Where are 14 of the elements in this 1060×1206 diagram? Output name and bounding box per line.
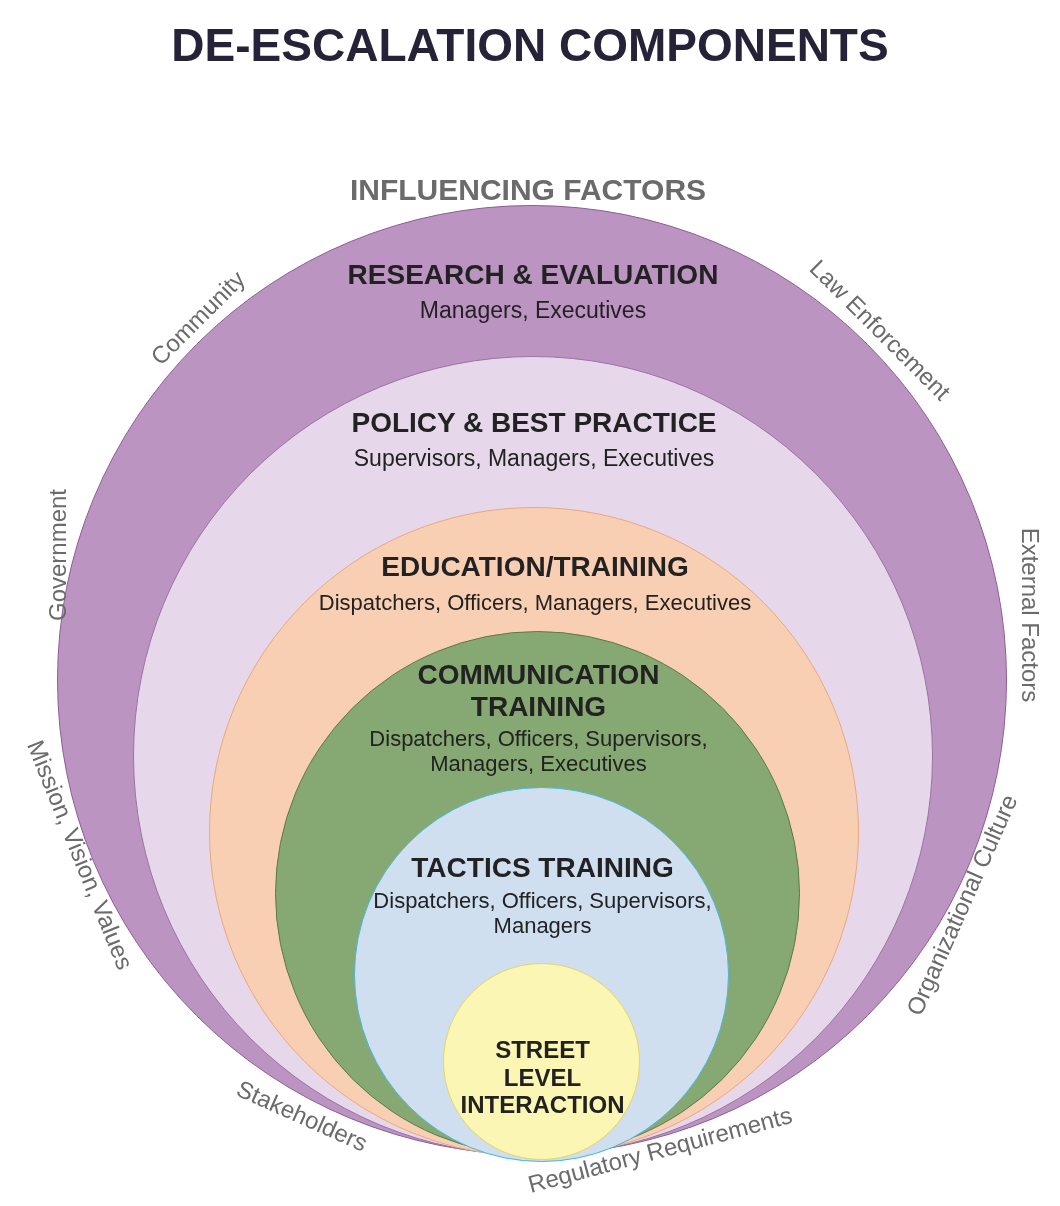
title: DE-ESCALATION COMPONENTS (170, 18, 890, 72)
ring-heading: INFLUENCING FACTORS (349, 173, 707, 207)
heading: TACTICS TRAINING (410, 852, 675, 885)
factor-label: Government (44, 488, 72, 622)
heading: EDUCATION/TRAINING (380, 551, 690, 584)
role-list: Supervisors, Managers, Executives (234, 445, 834, 472)
role-list: Dispatchers, Officers, Supervisors, Managers (367, 888, 718, 939)
heading: COMMUNICATION TRAINING (416, 659, 661, 724)
role-list: Dispatchers, Officers, Supervisors, Managers, Executives (348, 726, 729, 777)
role-list: Dispatchers, Officers, Managers, Executives (255, 590, 815, 616)
factor-label: External Factors (1016, 527, 1044, 703)
heading: STREET LEVEL INTERACTION (459, 1036, 626, 1119)
role-list: Managers, Executives (233, 297, 833, 324)
heading: POLICY & BEST PRACTICE (350, 407, 718, 440)
